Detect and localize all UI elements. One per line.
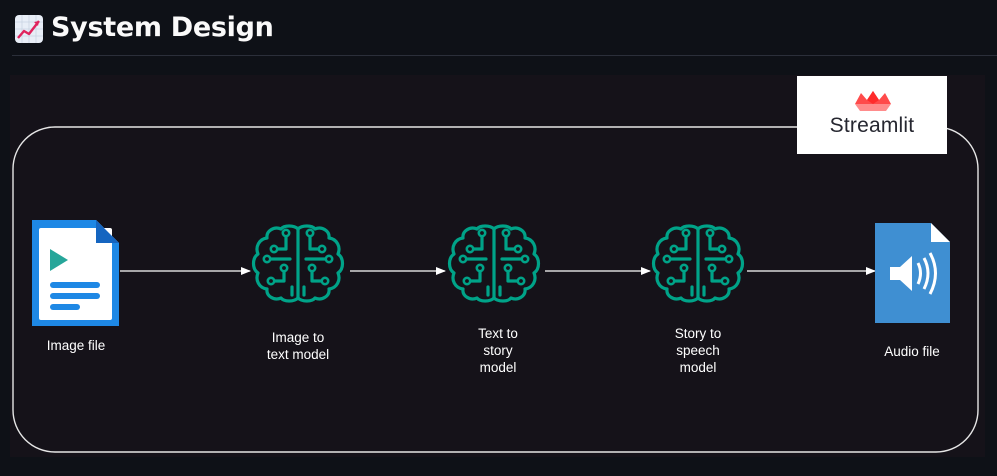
node-label-story-to-speech: Story to speech model	[674, 326, 722, 375]
node-label-audio-file: Audio file	[884, 344, 940, 359]
ai-brain-icon	[447, 224, 541, 303]
page-title: System Design	[51, 12, 274, 43]
ai-brain-icon	[251, 224, 345, 303]
node-label-image-to-text: Image to text model	[266, 330, 330, 362]
diagram-canvas	[12, 126, 979, 453]
node-label-image-file: Image file	[46, 338, 106, 353]
audio-file-icon	[875, 223, 950, 323]
ai-brain-icon	[651, 224, 745, 303]
system-design-diagram: Image file Image to text model Text to s…	[10, 75, 985, 457]
page-header: System Design	[0, 0, 997, 56]
streamlit-crown-logo	[855, 91, 891, 111]
pipeline-container	[12, 126, 979, 453]
node-label-text-to-story: Text to story model	[478, 326, 518, 375]
streamlit-brand-name: Streamlit	[829, 114, 915, 137]
chart-increasing-icon	[15, 15, 43, 43]
image-file-icon	[32, 220, 119, 326]
streamlit-badge: Streamlit	[797, 76, 947, 154]
header-divider	[12, 55, 997, 56]
